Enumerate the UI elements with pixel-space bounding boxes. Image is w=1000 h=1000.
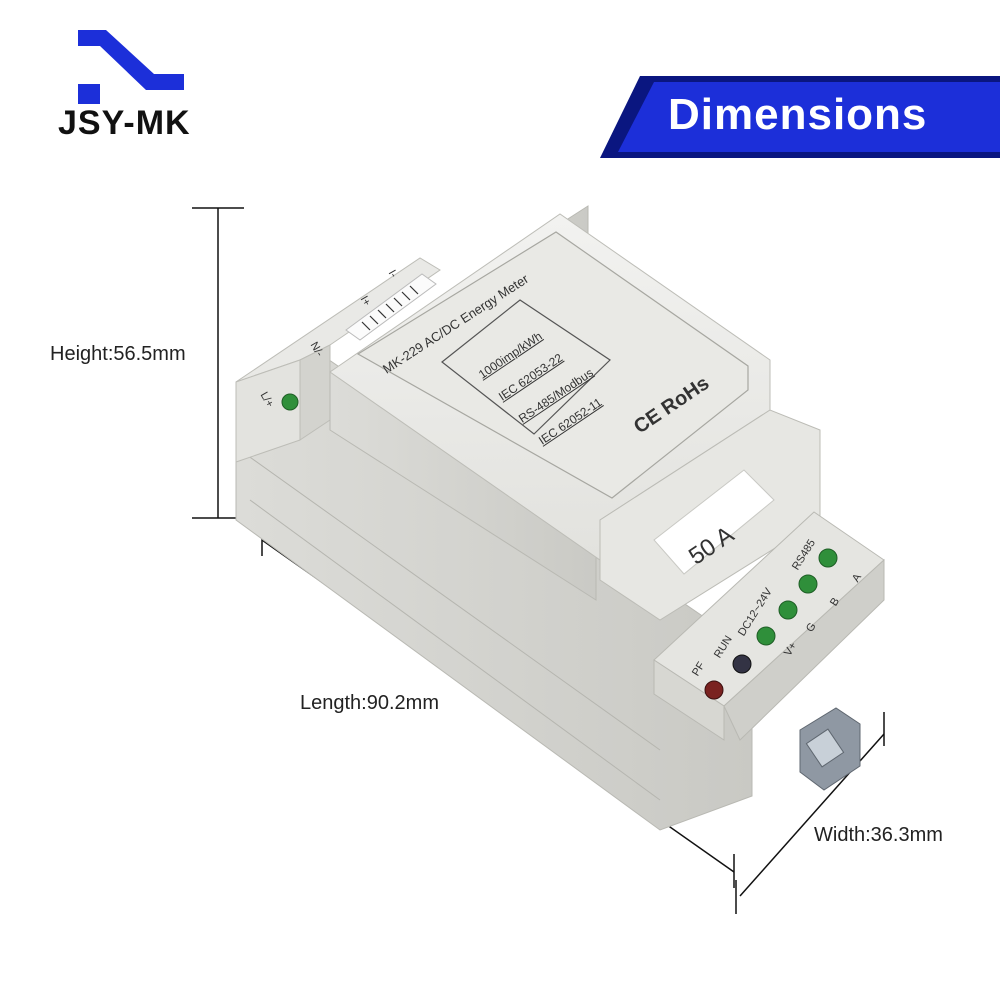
width-dimension-label: Width:36.3mm [814, 824, 943, 846]
length-dimension-label: Length:90.2mm [300, 692, 439, 714]
jsy-mk-logo-icon [78, 30, 184, 104]
banner-title: Dimensions [668, 90, 928, 139]
dimensions-banner [600, 76, 1000, 158]
height-dimension-label: Height:56.5mm [50, 343, 186, 365]
brand-name: JSY-MK [58, 104, 191, 142]
